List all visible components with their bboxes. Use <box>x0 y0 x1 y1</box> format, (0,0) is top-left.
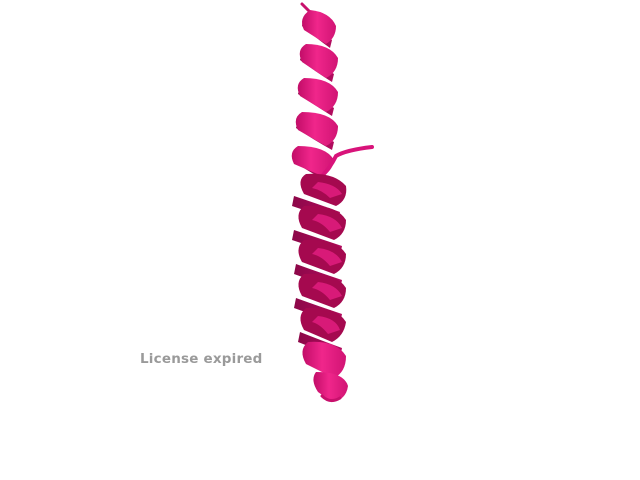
upper-helix-front <box>291 10 338 176</box>
bottom-turns <box>302 341 348 402</box>
n-terminus-tail <box>300 2 312 14</box>
c-terminus-curl <box>320 394 342 403</box>
license-watermark: License expired <box>140 351 263 367</box>
lower-helix-highlight <box>312 182 342 334</box>
loop-connector <box>320 145 374 178</box>
